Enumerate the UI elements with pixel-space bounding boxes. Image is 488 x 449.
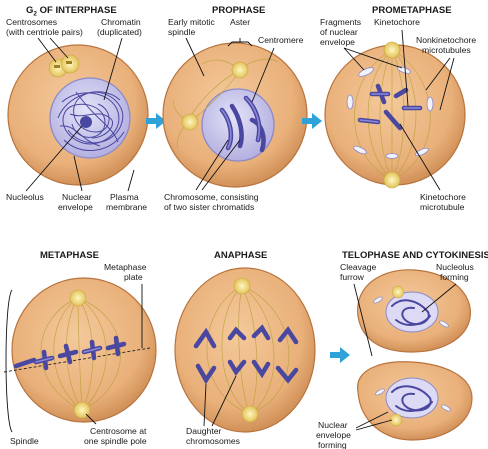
panel-title-prophase: PROPHASE (212, 5, 265, 16)
label-centromere: Centromere (258, 35, 304, 45)
arrow-1-icon (146, 113, 166, 129)
label-kinetochore-microtubule-2: microtubule (420, 202, 465, 212)
panel-title-prometaphase: PROMETAPHASE (372, 5, 452, 16)
label-nuclear-envelope-2: envelope (58, 202, 93, 212)
label-nonkinetochore: Nonkinetochore (416, 35, 476, 45)
arrow-3-icon (330, 347, 350, 363)
label-nucleolus: Nucleolus (6, 192, 44, 202)
label-metaphase-plate: Metaphase (104, 262, 147, 272)
label-daughter-chromosomes: Daughter (186, 426, 221, 436)
prophase-chromosomes (219, 95, 266, 153)
label-nuclear-envelope-forming: Nuclear (318, 420, 348, 430)
label-nonkinetochore-2: microtubules (422, 45, 471, 55)
label-fragments: Fragments (320, 17, 361, 27)
telophase-chromatin (391, 299, 433, 412)
centrosomes-anaphase (233, 277, 259, 423)
aster-centrosomes (181, 61, 249, 131)
daughter-chromosomes (193, 324, 299, 385)
label-centrosomes-detail: (with centriole pairs) (6, 27, 83, 37)
panel-metaphase: METAPHASE Metaphase plate (3, 250, 157, 446)
panel-prometaphase: PROMETAPHASE (320, 5, 476, 212)
label-plasma-membrane-2: membrane (106, 202, 147, 212)
panel-title-telophase: TELOPHASE AND CYTOKINESIS (342, 250, 488, 261)
prometaphase-spindle (354, 49, 431, 181)
label-centrosomes: Centrosomes (6, 17, 57, 27)
nucleolus-g2 (80, 116, 92, 128)
telophase-centrosomes (389, 285, 405, 427)
label-cleavage-furrow-2: furrow (340, 272, 365, 282)
panel-telophase: TELOPHASE AND CYTOKINESIS Cleavage furro… (316, 250, 488, 449)
panel-g2-interphase: G2 OF INTERPHASE Centrosomes (with centr… (6, 5, 149, 212)
label-nuclear-envelope: Nuclear (62, 192, 92, 202)
label-daughter-chromosomes-2: chromosomes (186, 436, 240, 446)
label-cleavage-furrow: Cleavage (340, 262, 377, 272)
panel-prophase: PROPHASE Early mitotic spindle Aster Cen… (162, 5, 308, 212)
label-metaphase-plate-2: plate (124, 272, 143, 282)
label-nuclear-envelope-forming-2: envelope (316, 430, 351, 440)
panel-title-anaphase: ANAPHASE (214, 250, 267, 261)
label-centrosome-at-pole-2: one spindle pole (84, 436, 147, 446)
centrosomes-prometaphase (383, 41, 401, 189)
label-early-mitotic-spindle-2: spindle (168, 27, 195, 37)
label-nucleolus-forming: Nucleolus (436, 262, 474, 272)
arrow-2-icon (302, 113, 322, 129)
label-kinetochore: Kinetochore (374, 17, 420, 27)
prometaphase-chromosomes (357, 83, 423, 131)
label-kinetochore-microtubule: Kinetochore (420, 192, 466, 202)
label-chromatin: Chromatin (101, 17, 141, 27)
chromatin-g2 (57, 91, 125, 151)
label-centrosome-at-pole: Centrosome at (90, 426, 147, 436)
nuclear-fragments (346, 66, 434, 159)
centrosomes-g2 (48, 54, 80, 78)
label-nuclear-envelope-forming-3: forming (318, 440, 347, 449)
label-spindle: Spindle (10, 436, 39, 446)
panel-anaphase: ANAPHASE Daughter chromosomes (174, 250, 316, 446)
metaphase-chromosomes (13, 335, 127, 371)
label-chromatin-detail: (duplicated) (97, 27, 142, 37)
panel-title-metaphase: METAPHASE (40, 250, 99, 261)
cell-anaphase (174, 267, 316, 433)
label-fragments-2: of nuclear (320, 27, 358, 37)
label-nucleolus-forming-2: forming (440, 272, 469, 282)
centrosomes-metaphase (69, 289, 91, 419)
label-fragments-3: envelope (320, 37, 355, 47)
label-aster: Aster (230, 17, 250, 27)
label-early-mitotic-spindle: Early mitotic (168, 17, 215, 27)
envelope-fragments-forming (373, 296, 451, 412)
label-chromosome: Chromosome, consisting (164, 192, 259, 202)
panel-title-g2: G2 OF INTERPHASE (26, 5, 117, 18)
spindle-bracket (5, 289, 13, 433)
label-plasma-membrane: Plasma (110, 192, 139, 202)
anaphase-spindle (206, 285, 290, 415)
label-chromosome-2: of two sister chromatids (164, 202, 254, 212)
